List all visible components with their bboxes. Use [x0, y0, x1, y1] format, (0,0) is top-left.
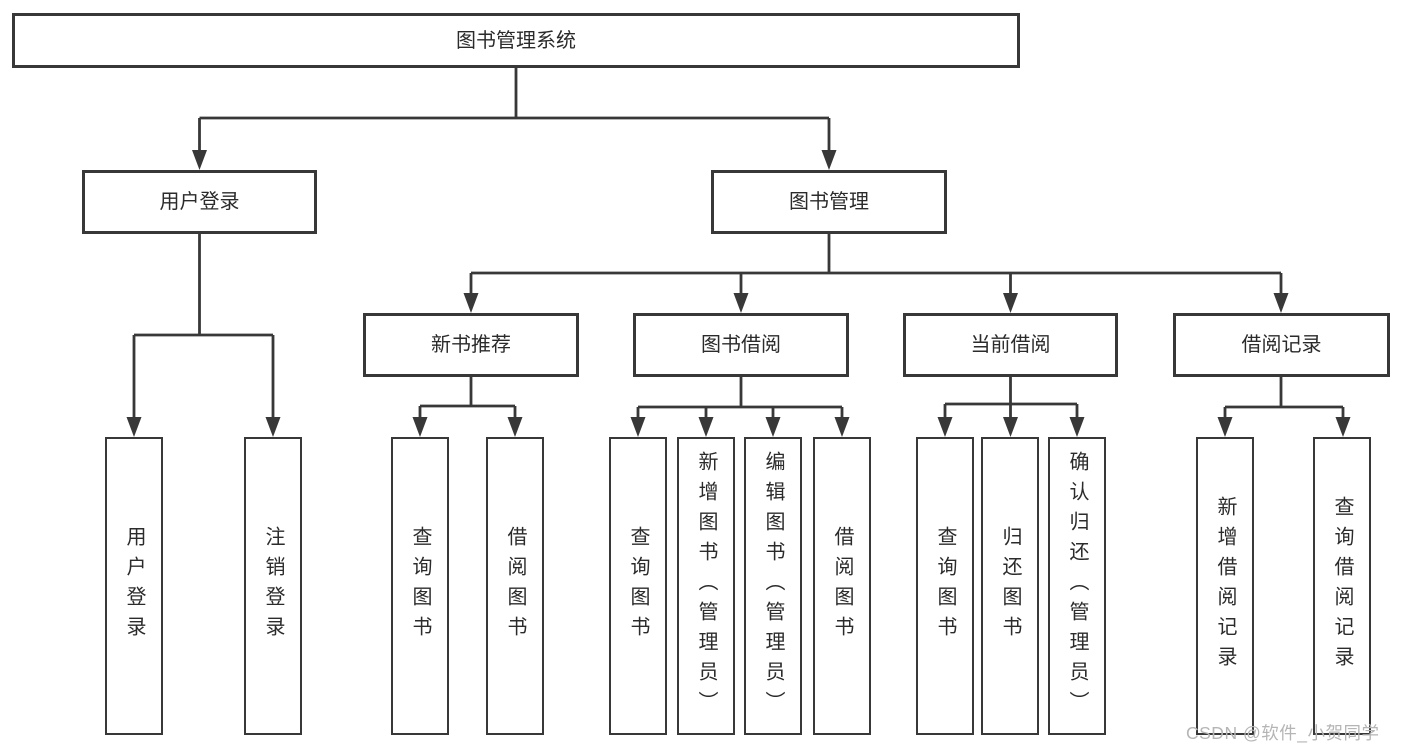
leaf-query-books-borrow: 查询图书	[609, 437, 667, 735]
arrow-down-icon	[937, 417, 953, 437]
connector-current-borrow	[937, 377, 1085, 437]
leaf-query-books-current-label: 查询图书	[934, 526, 956, 646]
arrow-down-icon	[463, 293, 479, 313]
arrow-down-icon	[1217, 417, 1233, 437]
arrow-down-icon	[412, 417, 428, 437]
node-book-management-label: 图书管理	[789, 191, 869, 213]
leaf-confirm-return-admin: 确认归还（管理员）	[1048, 437, 1106, 735]
leaf-query-borrow-record-label: 查询借阅记录	[1331, 496, 1353, 676]
arrow-down-icon	[834, 417, 850, 437]
node-current-borrow: 当前借阅	[903, 313, 1118, 377]
arrow-down-icon	[1273, 293, 1289, 313]
leaf-query-books-current: 查询图书	[916, 437, 974, 735]
arrow-down-icon	[265, 417, 281, 437]
leaf-query-books-recommend: 查询图书	[391, 437, 449, 735]
leaf-return-books: 归还图书	[981, 437, 1039, 735]
arrow-down-icon	[507, 417, 523, 437]
arrow-down-icon	[1335, 417, 1351, 437]
node-root-label: 图书管理系统	[456, 29, 576, 52]
arrow-down-icon	[630, 417, 646, 437]
arrow-down-icon	[1003, 417, 1018, 437]
node-user-login: 用户登录	[82, 170, 317, 234]
node-current-borrow-label: 当前借阅	[970, 334, 1051, 356]
leaf-return-books-label: 归还图书	[999, 526, 1021, 646]
arrow-down-icon	[1069, 417, 1085, 437]
node-borrow-records-label: 借阅记录	[1241, 334, 1322, 356]
leaf-edit-books-admin-label: 编辑图书（管理员）	[762, 451, 784, 721]
node-new-book-recommend: 新书推荐	[363, 313, 579, 377]
leaf-query-books-borrow-label: 查询图书	[627, 526, 649, 646]
watermark: CSDN @软件_小贺同学	[1186, 723, 1380, 743]
leaf-borrow-books-recommend-label: 借阅图书	[504, 526, 526, 646]
connector-new-book-recommend	[412, 377, 523, 437]
leaf-query-borrow-record: 查询借阅记录	[1313, 437, 1371, 735]
leaf-borrow-books: 借阅图书	[813, 437, 871, 735]
connector-root-to-level2	[192, 68, 837, 170]
connector-book-management	[463, 234, 1289, 313]
connector-borrow-records	[1217, 377, 1351, 437]
leaf-add-borrow-record-label: 新增借阅记录	[1214, 496, 1236, 676]
connector-book-borrow	[630, 377, 850, 437]
leaf-edit-books-admin: 编辑图书（管理员）	[744, 437, 802, 735]
node-borrow-records: 借阅记录	[1173, 313, 1390, 377]
arrow-down-icon	[821, 150, 837, 170]
leaf-confirm-return-admin-label: 确认归还（管理员）	[1066, 451, 1088, 721]
arrow-down-icon	[192, 150, 207, 170]
leaf-logout: 注销登录	[244, 437, 302, 735]
arrow-down-icon	[126, 417, 142, 437]
leaf-add-books-admin-label: 新增图书（管理员）	[695, 451, 717, 721]
node-book-borrow: 图书借阅	[633, 313, 849, 377]
leaf-add-borrow-record: 新增借阅记录	[1196, 437, 1254, 735]
node-book-borrow-label: 图书借阅	[701, 334, 781, 356]
leaf-user-login-label: 用户登录	[123, 526, 145, 646]
leaf-borrow-books-label: 借阅图书	[831, 526, 853, 646]
leaf-borrow-books-recommend: 借阅图书	[486, 437, 544, 735]
arrow-down-icon	[765, 417, 781, 437]
arrow-down-icon	[1003, 293, 1018, 313]
arrow-down-icon	[698, 417, 714, 437]
leaf-logout-label: 注销登录	[262, 526, 284, 646]
node-book-management: 图书管理	[711, 170, 947, 234]
leaf-add-books-admin: 新增图书（管理员）	[677, 437, 735, 735]
leaf-query-books-recommend-label: 查询图书	[409, 526, 431, 646]
node-user-login-label: 用户登录	[159, 191, 240, 213]
connector-user-login	[126, 234, 281, 437]
node-root: 图书管理系统	[12, 13, 1020, 68]
leaf-user-login: 用户登录	[105, 437, 163, 735]
node-new-book-recommend-label: 新书推荐	[431, 334, 511, 356]
arrow-down-icon	[733, 293, 749, 313]
